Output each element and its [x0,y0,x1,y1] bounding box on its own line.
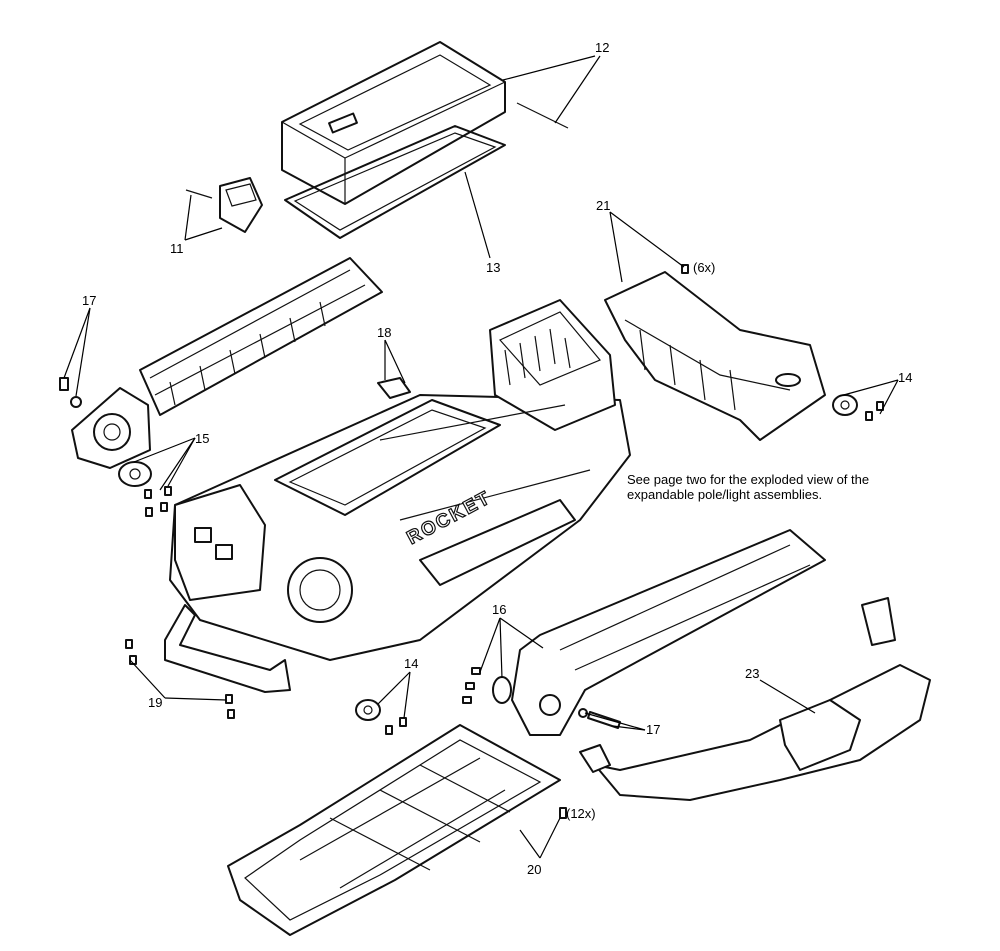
callout-19: 19 [148,695,162,710]
callout-17-top: 17 [82,293,96,308]
note-line-1: See page two for the exploded view of th… [627,472,870,487]
hinge-hub [118,461,152,487]
cover-pin [516,102,569,129]
rear-bracket [604,271,826,441]
carry-handle [164,604,291,693]
quantity-20: (12x) [566,806,596,821]
cover-gasket-inner [293,132,497,231]
callout-23: 23 [745,666,759,681]
callout-21: 21 [596,198,610,213]
callout-20: 20 [527,862,541,877]
main-body: ROCKET [169,299,631,661]
quantity-21: (6x) [693,260,715,275]
callout-16: 16 [492,602,506,617]
note-line-2: expandable pole/light assemblies. [627,487,823,502]
shoulder-strap [579,597,931,801]
clip [377,377,411,399]
hub-screws [144,486,172,517]
arm-bolt [578,708,621,729]
tray-screw [559,807,567,819]
latch [185,177,263,233]
arm-hub [462,667,512,704]
bottom-tray [227,724,561,936]
callout-12: 12 [595,40,609,55]
callout-13: 13 [486,260,500,275]
bracket-screw [681,264,689,274]
hinge-arm [71,257,383,469]
callout-15: 15 [195,431,209,446]
exploded-view-note: See page two for the exploded view of th… [627,472,927,502]
light-arm [511,529,826,736]
callout-14-right: 14 [898,370,912,385]
callout-14-left: 14 [404,656,418,671]
mounting-bracket-right [832,394,884,421]
callout-18: 18 [377,325,391,340]
cover-gasket [284,125,506,239]
callout-17-bottom: 17 [646,722,660,737]
callout-11: 11 [170,241,184,256]
leader-lines [63,55,899,859]
mounting-bracket-left [355,699,407,735]
top-housing-cover [281,41,506,205]
